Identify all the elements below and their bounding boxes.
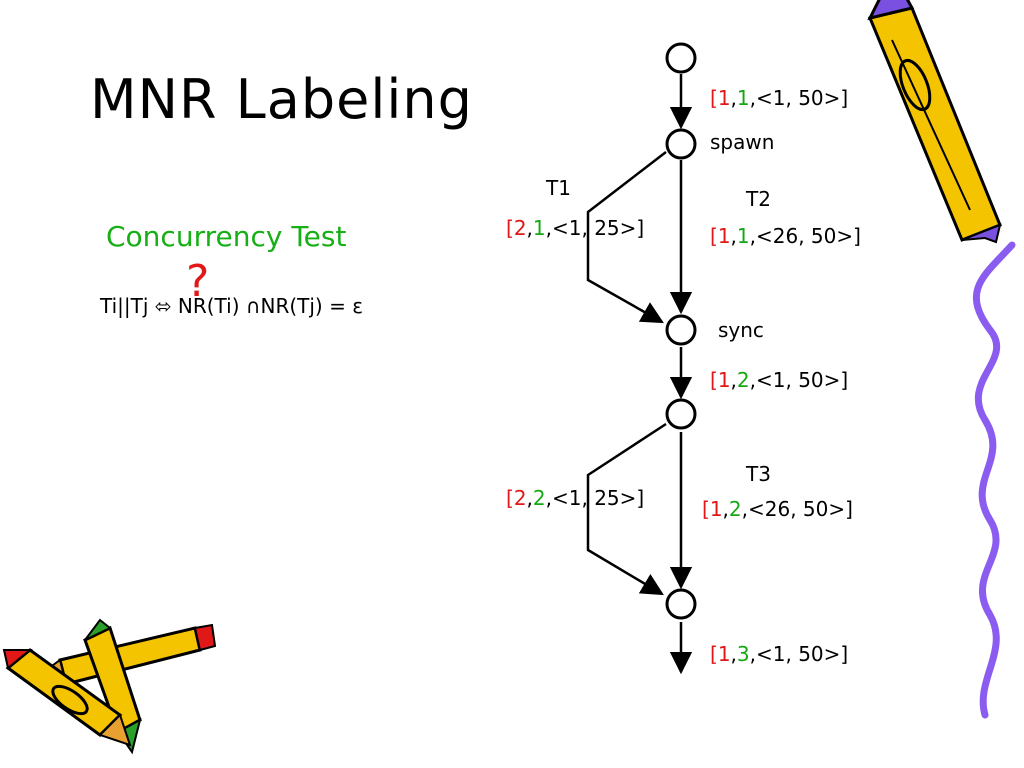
mnr-label-t3: [1,2,<26, 50>] bbox=[702, 497, 853, 521]
thread-t2-label: T2 bbox=[746, 187, 771, 211]
pencil-icon-top-right bbox=[867, 0, 1002, 244]
concurrency-formula: Ti||Tj ⬄ NR(Ti) ∩NR(Tj) = ε bbox=[100, 294, 364, 318]
mnr-label-t1: [2,1,<1, 25>] bbox=[506, 216, 645, 240]
node-start bbox=[665, 42, 697, 74]
mnr-label-left2: [2,2,<1, 25>] bbox=[506, 486, 645, 510]
thread-t1-label: T1 bbox=[546, 176, 571, 200]
pencils-icon-bottom-left bbox=[2, 618, 217, 755]
subtitle: Concurrency Test bbox=[106, 220, 347, 253]
node-spawn bbox=[665, 128, 697, 160]
node-join2 bbox=[665, 588, 697, 620]
node-fork2 bbox=[665, 398, 697, 430]
edge-left2-branch bbox=[586, 422, 667, 596]
mnr-label-mid: [1,2,<1, 50>] bbox=[710, 368, 849, 392]
edge-t1-branch bbox=[586, 151, 667, 324]
squiggle-decoration bbox=[973, 241, 1016, 719]
node-sync bbox=[665, 314, 697, 346]
mnr-label-bottom: [1,3,<1, 50>] bbox=[710, 642, 849, 666]
mnr-label-top: [1,1,<1, 50>] bbox=[710, 86, 849, 110]
thread-t3-label: T3 bbox=[746, 462, 771, 486]
mnr-label-t2: [1,1,<26, 50>] bbox=[710, 224, 861, 248]
page-title: MNR Labeling bbox=[90, 68, 473, 131]
question-mark: ? bbox=[186, 256, 210, 307]
spawn-label: spawn bbox=[710, 130, 775, 154]
sync-label: sync bbox=[718, 318, 764, 342]
